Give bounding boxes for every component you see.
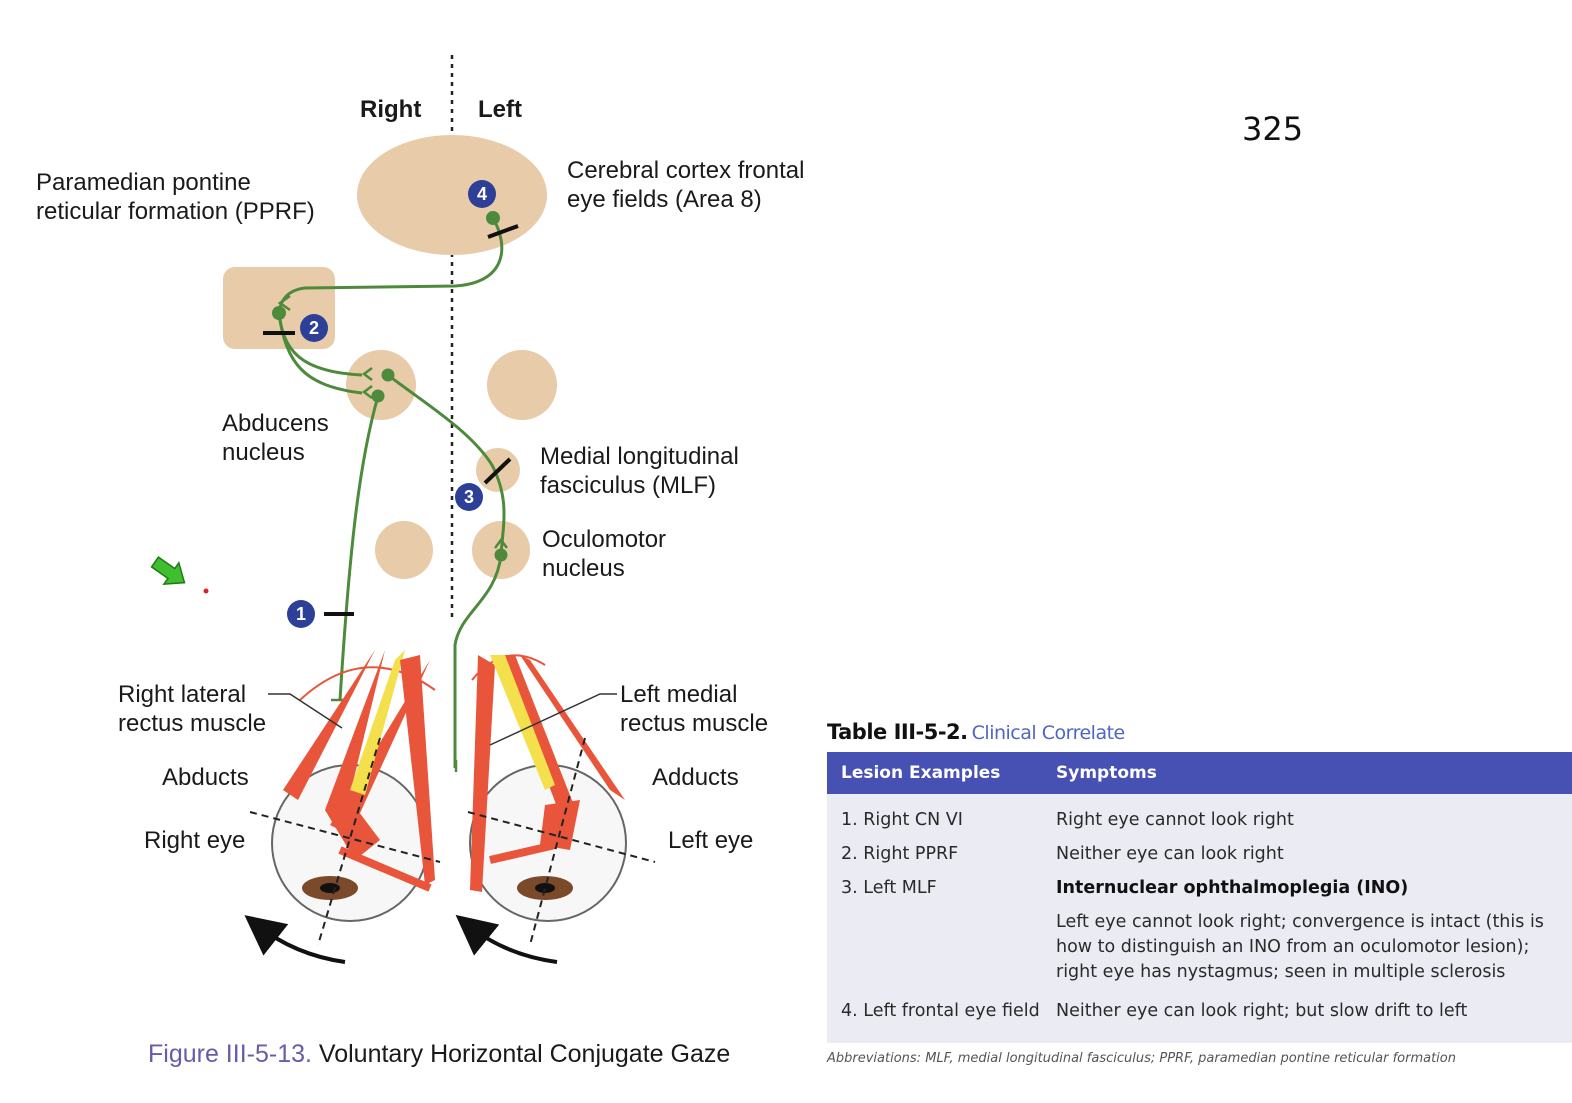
header-lesion-examples: Lesion Examples bbox=[841, 763, 1001, 783]
table-row: 2. Right PPRF Neither eye can look right bbox=[827, 842, 1572, 867]
table-header-row: Lesion Examples Symptoms bbox=[827, 752, 1572, 794]
header-symptoms: Symptoms bbox=[1056, 763, 1157, 783]
symptom-line: Left eye cannot look right; convergence … bbox=[1056, 912, 1544, 932]
table-title: Table III-5-2.Clinical Correlate bbox=[827, 720, 1572, 752]
symptom-heading: Internuclear ophthalmoplegia (INO) bbox=[1056, 878, 1409, 898]
symptom-cell: Internuclear ophthalmoplegia (INO) Left … bbox=[1056, 876, 1572, 985]
left-abducens-nucleus bbox=[487, 350, 557, 420]
left-eye-illustration bbox=[455, 654, 656, 964]
right-eye-illustration bbox=[244, 650, 441, 964]
badge-1: 1 bbox=[287, 600, 315, 628]
lesion-cell: 4. Left frontal eye field bbox=[841, 1001, 1040, 1021]
cursor-dot bbox=[203, 588, 209, 594]
table-row: 3. Left MLF Internuclear ophthalmoplegia… bbox=[827, 876, 1572, 985]
symptom-line: right eye has nystagmus; seen in multipl… bbox=[1056, 962, 1506, 982]
label-cortex-line2: eye fields (Area 8) bbox=[567, 186, 762, 213]
svg-text:2: 2 bbox=[309, 318, 319, 338]
cursor-arrow-icon bbox=[150, 556, 186, 585]
figure-title: Voluntary Horizontal Conjugate Gaze bbox=[318, 1040, 731, 1068]
page-number: 325 bbox=[1242, 110, 1304, 148]
badge-4: 4 bbox=[468, 180, 496, 208]
label-lmr-line1: Left medial bbox=[620, 681, 737, 708]
label-abducens-line2: nucleus bbox=[222, 439, 305, 466]
table-subtitle: Clinical Correlate bbox=[971, 722, 1126, 744]
lesion-cell: 1. Right CN VI bbox=[841, 810, 963, 830]
label-abducts: Abducts bbox=[162, 764, 249, 791]
lesion-cell: 2. Right PPRF bbox=[841, 844, 959, 864]
svg-text:1: 1 bbox=[296, 604, 306, 624]
table-id: Table III-5-2. bbox=[827, 720, 968, 744]
figure-id: Figure III-5-13. bbox=[148, 1040, 312, 1068]
symptom-cell: Neither eye can look right bbox=[1056, 844, 1284, 864]
side-label-right: Right bbox=[360, 96, 421, 123]
symptom-cell: Neither eye can look right; but slow dri… bbox=[1056, 1001, 1468, 1021]
svg-text:3: 3 bbox=[464, 487, 474, 507]
table-abbreviations: Abbreviations: MLF, medial longitudinal … bbox=[827, 1051, 1456, 1066]
symptom-detail: Left eye cannot look right; convergence … bbox=[1056, 910, 1564, 985]
figure-caption: Figure III-5-13. Voluntary Horizontal Co… bbox=[148, 1040, 730, 1069]
label-rlr-line1: Right lateral bbox=[118, 681, 246, 708]
label-left-eye: Left eye bbox=[668, 827, 753, 854]
lesion-cell: 3. Left MLF bbox=[841, 878, 937, 898]
neural-pathways bbox=[277, 217, 506, 768]
table-body: Lesion Examples Symptoms 1. Right CN VI … bbox=[827, 752, 1572, 1043]
right-abducens-nucleus bbox=[346, 350, 416, 420]
table-row: 1. Right CN VI Right eye cannot look rig… bbox=[827, 808, 1572, 833]
table-row: 4. Left frontal eye field Neither eye ca… bbox=[827, 999, 1572, 1024]
clinical-correlate-table: Table III-5-2.Clinical Correlate Lesion … bbox=[827, 720, 1572, 1066]
label-mlf-line2: fasciculus (MLF) bbox=[540, 472, 716, 499]
label-pprf-line1: Paramedian pontine bbox=[36, 169, 251, 196]
label-pprf-line2: reticular formation (PPRF) bbox=[36, 198, 315, 225]
frontal-eye-field-region bbox=[357, 135, 547, 255]
label-oculomotor-line1: Oculomotor bbox=[542, 526, 666, 553]
label-rlr-line2: rectus muscle bbox=[118, 710, 266, 737]
lesion-bars bbox=[263, 224, 519, 616]
label-mlf-line1: Medial longitudinal bbox=[540, 443, 739, 470]
label-oculomotor-line2: nucleus bbox=[542, 555, 625, 582]
conjugate-gaze-diagram: Right Left 1 bbox=[36, 55, 804, 964]
symptom-line: how to distinguish an INO from an oculom… bbox=[1056, 937, 1530, 957]
label-abducens-line1: Abducens bbox=[222, 410, 329, 437]
svg-text:4: 4 bbox=[477, 184, 487, 204]
leader-lines bbox=[268, 693, 617, 746]
neuron-cell-bodies bbox=[272, 211, 508, 562]
label-cortex-line1: Cerebral cortex frontal bbox=[567, 157, 804, 184]
right-oculomotor-nucleus bbox=[375, 521, 433, 579]
symptom-cell: Right eye cannot look right bbox=[1056, 810, 1294, 830]
badge-2: 2 bbox=[300, 314, 328, 342]
badge-3: 3 bbox=[455, 483, 483, 511]
synapse-markers bbox=[277, 294, 508, 772]
label-lmr-line2: rectus muscle bbox=[620, 710, 768, 737]
label-right-eye: Right eye bbox=[144, 827, 245, 854]
label-adducts: Adducts bbox=[652, 764, 739, 791]
side-label-left: Left bbox=[478, 96, 522, 123]
